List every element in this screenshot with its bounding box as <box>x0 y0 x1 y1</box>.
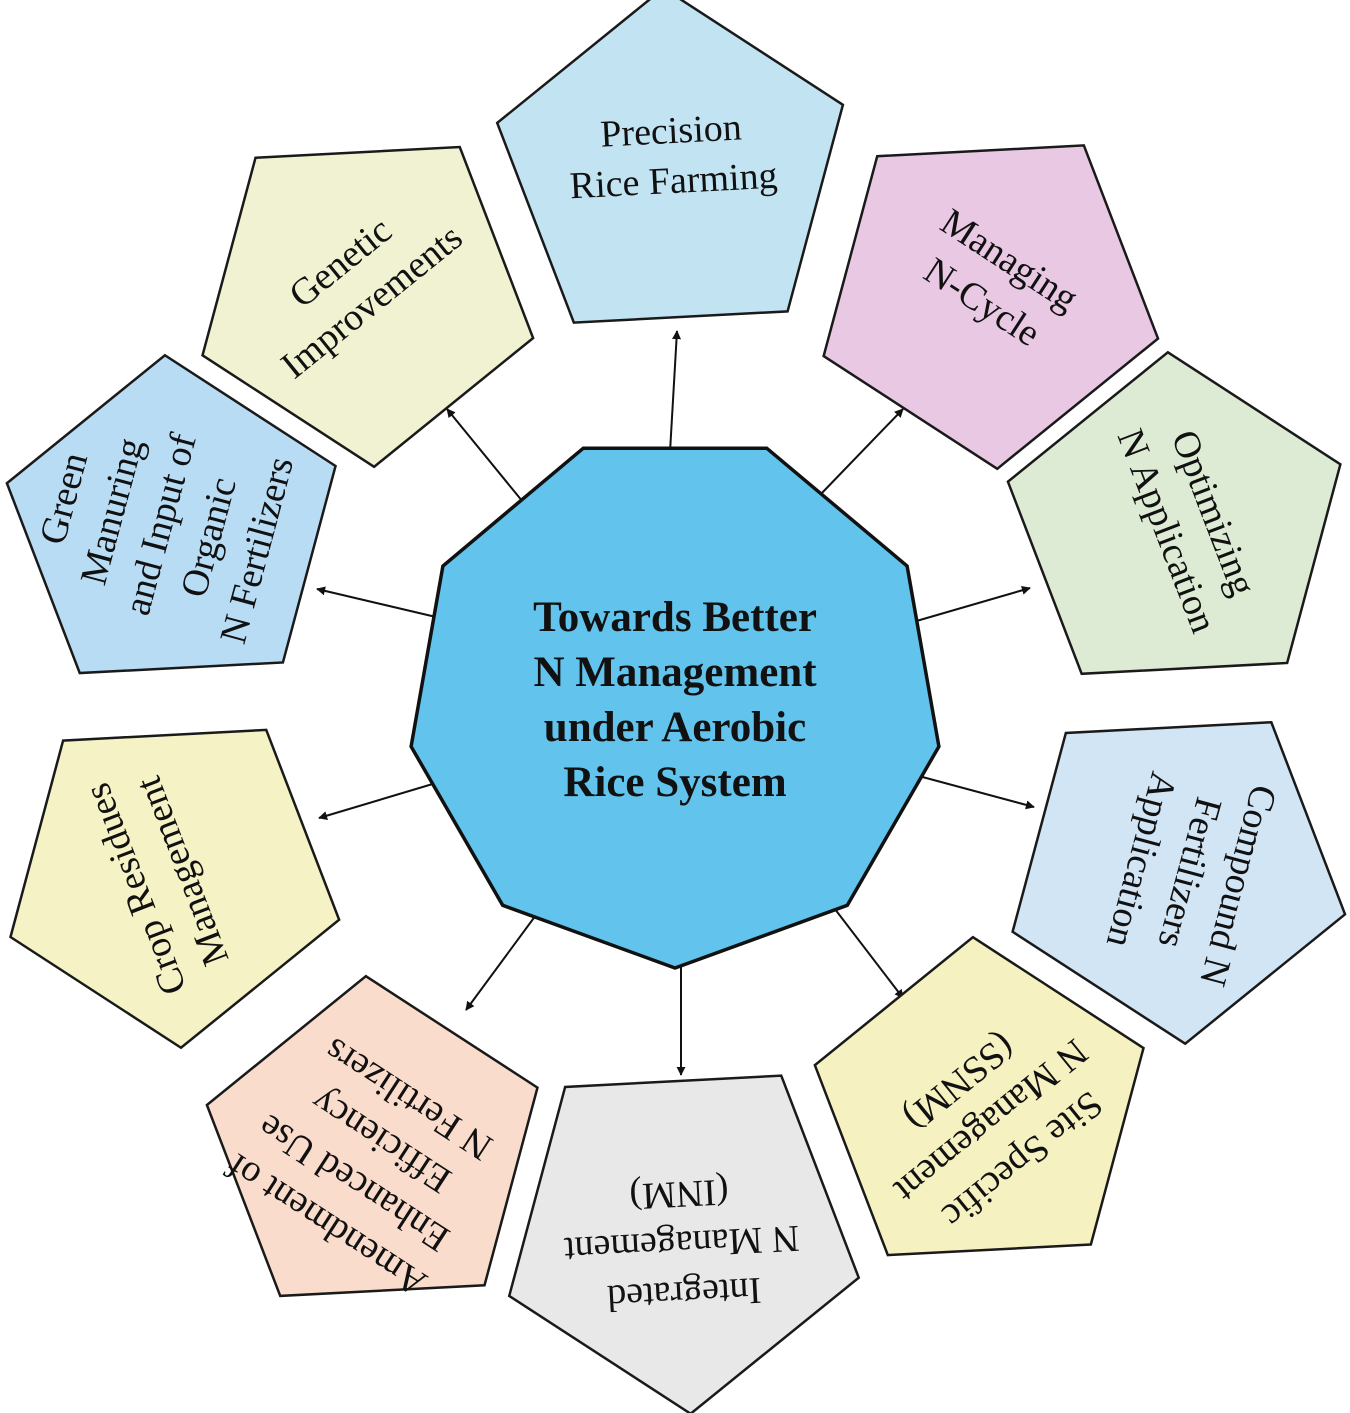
arrow-to-amendment-enhanced-use-efficiency <box>465 914 537 1011</box>
pentagon-shape <box>1011 720 1347 1046</box>
petal-label-line: (INM) <box>628 1170 729 1217</box>
pentagon-shape <box>813 935 1145 1257</box>
arrow-to-site-specific-n-management <box>827 899 904 999</box>
center-title-line: under Aerobic <box>544 704 806 751</box>
center-node: Towards Better N Management under AerobicR… <box>409 446 941 970</box>
petal-label-line: Integrated <box>606 1269 762 1319</box>
pentagon-shape <box>495 0 845 324</box>
pentagon-shape <box>822 144 1160 471</box>
pentagon-shape <box>507 1074 861 1413</box>
pentagon-shape <box>5 353 337 675</box>
arrow-to-crop-residues-management <box>318 782 437 820</box>
arrow-to-precision-rice-farming <box>669 330 682 453</box>
petal-label-line: Precision <box>599 106 742 155</box>
arrow-to-compound-n-fertilizers-application <box>914 774 1035 810</box>
pentagon-shape <box>1006 350 1342 676</box>
center-title-line: Rice System <box>563 759 786 806</box>
arrow-to-green-manuring-organic-n-fertilizers <box>316 586 437 618</box>
pentagon-shape <box>9 728 341 1050</box>
center-nonagon <box>409 446 941 970</box>
center-title-line: N Management <box>533 649 817 696</box>
arrow-to-genetic-improvements <box>446 408 524 503</box>
arrows-layer <box>316 330 1035 1076</box>
pentagon-shape <box>205 974 539 1298</box>
arrow-to-managing-n-cycle <box>819 408 904 496</box>
center-title-line: Towards Better <box>533 594 817 641</box>
arrow-to-optimizing-n-application <box>912 585 1031 623</box>
pentagon-shape <box>201 145 535 469</box>
